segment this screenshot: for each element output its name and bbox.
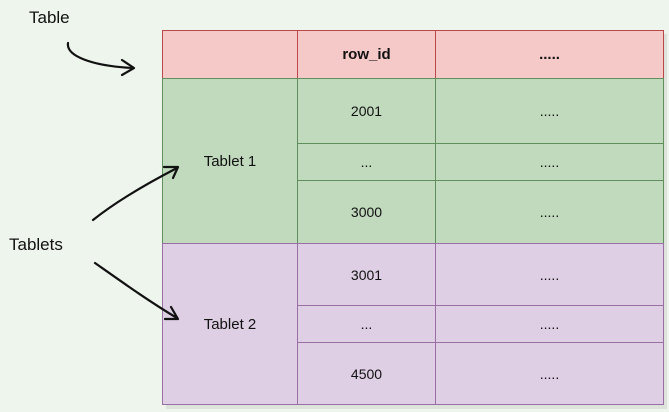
header-blank-cell [162, 30, 298, 79]
row-id-cell: ... [297, 305, 436, 343]
value-cell: ..... [435, 243, 664, 306]
value-cell: ..... [435, 78, 664, 144]
value-cell: ..... [435, 143, 664, 181]
row-id-cell: ... [297, 143, 436, 181]
row-id-cell: 3001 [297, 243, 436, 306]
row-id-cell: 4500 [297, 342, 436, 405]
tablets-label: Tablets [9, 235, 63, 254]
table-label: Table [29, 8, 70, 27]
tablet-1-cell: Tablet 1 [162, 78, 298, 244]
header-value-cell: ..... [435, 30, 664, 79]
value-cell: ..... [435, 342, 664, 405]
tablet-2-cell: Tablet 2 [162, 243, 298, 405]
row-id-cell: 3000 [297, 180, 436, 244]
value-cell: ..... [435, 180, 664, 244]
row-id-cell: 2001 [297, 78, 436, 144]
header-row-id-cell: row_id [297, 30, 436, 79]
value-cell: ..... [435, 305, 664, 343]
table-pointer-arrow [66, 41, 136, 77]
